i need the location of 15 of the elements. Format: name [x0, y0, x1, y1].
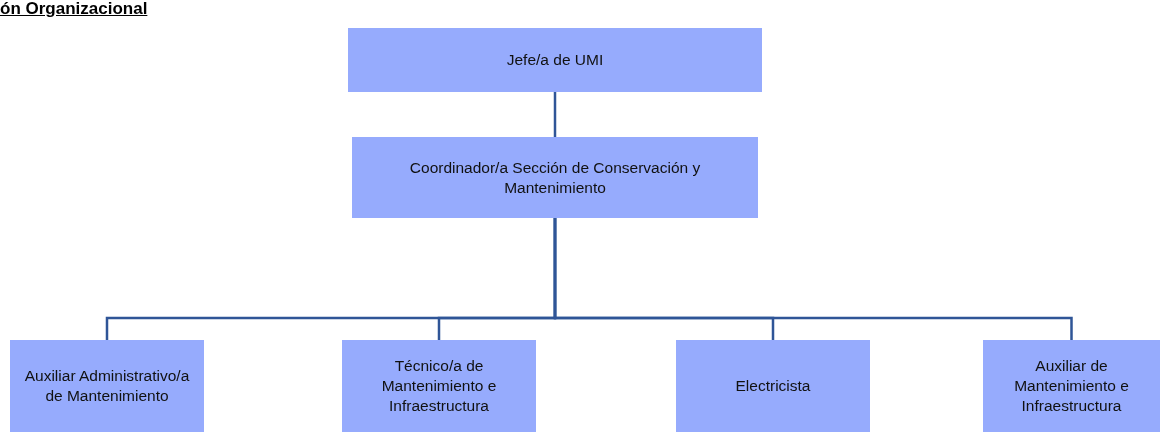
org-box [676, 340, 870, 432]
connector-line [553, 92, 557, 137]
heading: ón Organizacional [0, 0, 148, 18]
org-box [348, 28, 762, 92]
role-label: Jefe/a de UMI [506, 50, 604, 70]
role-label: Auxiliar Administrativo/a de Mantenimiento [23, 366, 191, 406]
connector-line [553, 218, 1073, 340]
org-box [342, 340, 536, 432]
role-label: Coordinador/a Sección de Conservación y Mantenimiento [408, 157, 702, 198]
role-label: Auxiliar de Mantenimiento e Infraestructura [1013, 356, 1130, 416]
org-box [352, 137, 758, 218]
org-box [983, 340, 1160, 432]
role-label: Técnico/a de Mantenimiento e Infraestructura [380, 356, 498, 416]
role-label: Electricista [735, 376, 811, 396]
org-box [10, 340, 204, 432]
